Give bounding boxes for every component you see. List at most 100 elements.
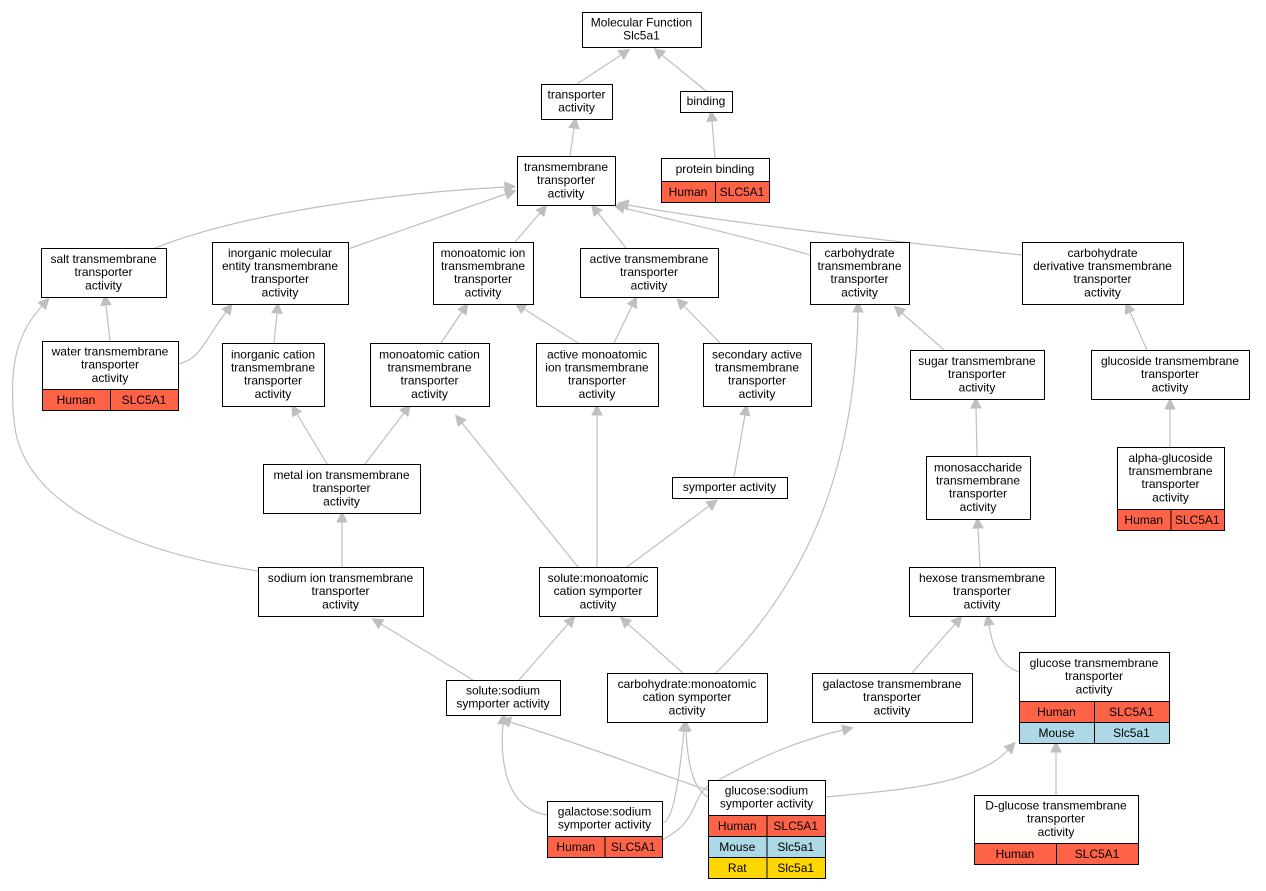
node-galactose-tm[interactable]: galactose transmembranetransporteractivi… (812, 673, 973, 723)
edge-active_mono-to-active (613, 296, 638, 344)
node-glucose-tm[interactable]: glucose transmembranetransporteractivity… (1019, 652, 1170, 744)
node-label: activity (1152, 380, 1189, 394)
node-label: glucose transmembrane (1030, 656, 1159, 670)
edge-galactose_tm-to-hexose (911, 615, 963, 674)
node-secondary[interactable]: secondary activetransmembranetransporter… (703, 343, 812, 407)
node-label: transporter (1141, 477, 1199, 491)
node-label: symporter activity (456, 697, 549, 711)
node-label: activity (92, 371, 129, 385)
node-label: activity (1038, 825, 1075, 839)
node-metal[interactable]: metal ion transmembranetransporteractivi… (263, 464, 421, 514)
node-box (1091, 350, 1250, 400)
node-label: derivative transmembrane (1033, 259, 1172, 273)
edge-glucose_sodium-to-glucose_tm (824, 741, 1016, 798)
node-box (1022, 242, 1184, 305)
node-label: cation symporter (554, 584, 643, 598)
edge-carb_mono-to-carb (715, 300, 864, 674)
arrow-head (455, 414, 467, 428)
node-label: binding (687, 94, 726, 108)
arrow-head (563, 615, 576, 629)
arrow-head (1164, 397, 1176, 410)
node-monosacch[interactable]: monosaccharidetransmembranetransporterac… (926, 456, 1031, 520)
node-alpha-gluc[interactable]: alpha-glucosidetransmembranetransportera… (1117, 447, 1225, 531)
node-label: sugar transmembrane (918, 354, 1036, 368)
node-label: transporter (1065, 669, 1123, 683)
node-binding[interactable]: binding (680, 91, 733, 113)
node-dglucose[interactable]: D-glucose transmembranetransporteractivi… (974, 795, 1139, 865)
node-box (433, 242, 534, 305)
node-label: carbohydrate (1067, 246, 1137, 260)
node-box (539, 567, 658, 617)
node-label: Molecular Function (591, 16, 692, 30)
arrow-head (706, 109, 718, 122)
edge-solute_mono-to-active_mono (591, 403, 603, 567)
node-glucoside[interactable]: glucoside transmembranetransporteractivi… (1091, 350, 1250, 400)
edge-line (461, 422, 579, 568)
edge-line (824, 749, 1009, 798)
node-box (222, 343, 325, 407)
edge-line (273, 312, 278, 344)
edge-inorg_mol-to-tmt (347, 188, 517, 250)
node-label: activity (960, 500, 997, 514)
node-label: hexose transmembrane (919, 571, 1045, 585)
arrow-head (617, 48, 631, 61)
node-mono-ion[interactable]: monoatomic iontransmembranetransporterac… (433, 242, 534, 305)
node-label: transporter (454, 272, 512, 286)
species-label: Human (556, 840, 595, 854)
edge-carb_deriv-to-tmt (617, 199, 1023, 256)
node-sodium[interactable]: sodium ion transmembranetransporteractiv… (258, 567, 424, 617)
node-label: transporter (830, 272, 888, 286)
node-label: secondary active (712, 347, 802, 361)
edge-line (975, 407, 978, 457)
node-label: transporter (547, 88, 605, 102)
edge-mono_ion-to-tmt (514, 204, 548, 243)
node-inorg-cation[interactable]: inorganic cationtransmembranetransporter… (222, 343, 325, 407)
edge-line (911, 623, 956, 674)
node-label: protein binding (676, 162, 755, 176)
edge-line (733, 414, 746, 478)
arrow-head (568, 116, 580, 130)
node-label: glucose:sodium (725, 784, 808, 798)
gene-cell (1170, 509, 1225, 531)
node-carb[interactable]: carbohydratetransmembranetransporteracti… (810, 242, 910, 305)
arrow-head (456, 302, 469, 316)
arrow-head (950, 615, 963, 629)
arrow-head (983, 614, 995, 627)
node-mono-cation[interactable]: monoatomic cationtransmembranetransporte… (370, 343, 490, 407)
edge-line (683, 305, 721, 344)
node-box (582, 12, 702, 48)
species-label: Human (57, 393, 96, 407)
node-box (541, 84, 613, 120)
node-symporter[interactable]: symporter activity (672, 477, 788, 499)
node-label: transporter (1141, 367, 1199, 381)
node-box (926, 456, 1031, 520)
edge-binding-to-mf (653, 47, 707, 92)
node-label: galactose:sodium (558, 805, 651, 819)
node-label: monosaccharide (934, 460, 1022, 474)
edge-line (347, 193, 507, 250)
node-label: metal ion transmembrane (273, 468, 409, 482)
gene-label: SLC5A1 (1109, 705, 1154, 719)
edge-line (685, 730, 709, 798)
node-label: transporter (312, 481, 370, 495)
node-water[interactable]: water transmembranetransporteractivityHu… (42, 341, 179, 411)
species-label: Human (996, 847, 1035, 861)
node-label: Slc5a1 (623, 29, 660, 43)
